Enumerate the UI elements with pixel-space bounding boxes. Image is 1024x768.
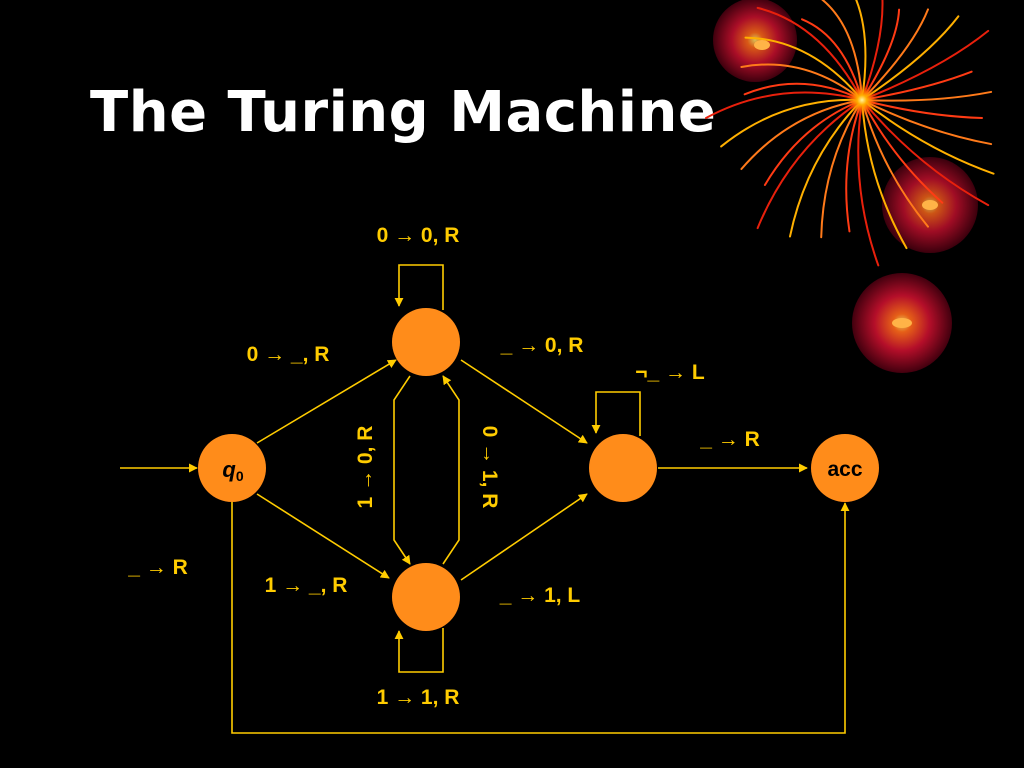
state-top — [392, 308, 460, 376]
fireworks-decoration — [706, 0, 994, 373]
label-right-loop: ¬_ → L — [635, 361, 705, 384]
firework-ray — [862, 16, 958, 100]
edge-bottom-top — [443, 376, 459, 564]
label-bottom-right: _ → 1, L — [499, 584, 581, 607]
edge-right-loop — [596, 392, 640, 436]
label-q0-acc: _ → R — [127, 556, 188, 579]
edge-bottom-loop — [399, 628, 443, 672]
label-right-acc: _ → R — [699, 428, 760, 451]
state-bottom — [392, 563, 460, 631]
label-bottom-loop: 1 → 1, R — [377, 686, 460, 709]
label-top-loop: 0 → 0, R — [377, 224, 460, 247]
label-q0-bottom: 1 → _, R — [265, 574, 348, 597]
label-top-right: _ → 0, R — [500, 334, 584, 357]
edge-top-bottom — [394, 376, 410, 564]
state-q0: q0 — [198, 434, 266, 502]
edge-top-loop — [399, 265, 443, 310]
label-top-bottom: 1 → 0, R — [354, 426, 377, 509]
label-bottom-top: 0 → 1, R — [478, 426, 501, 509]
svg-text:acc: acc — [827, 458, 862, 481]
state-right — [589, 434, 657, 502]
state-accept: acc — [811, 434, 879, 502]
label-q0-top: 0 → _, R — [247, 343, 330, 366]
